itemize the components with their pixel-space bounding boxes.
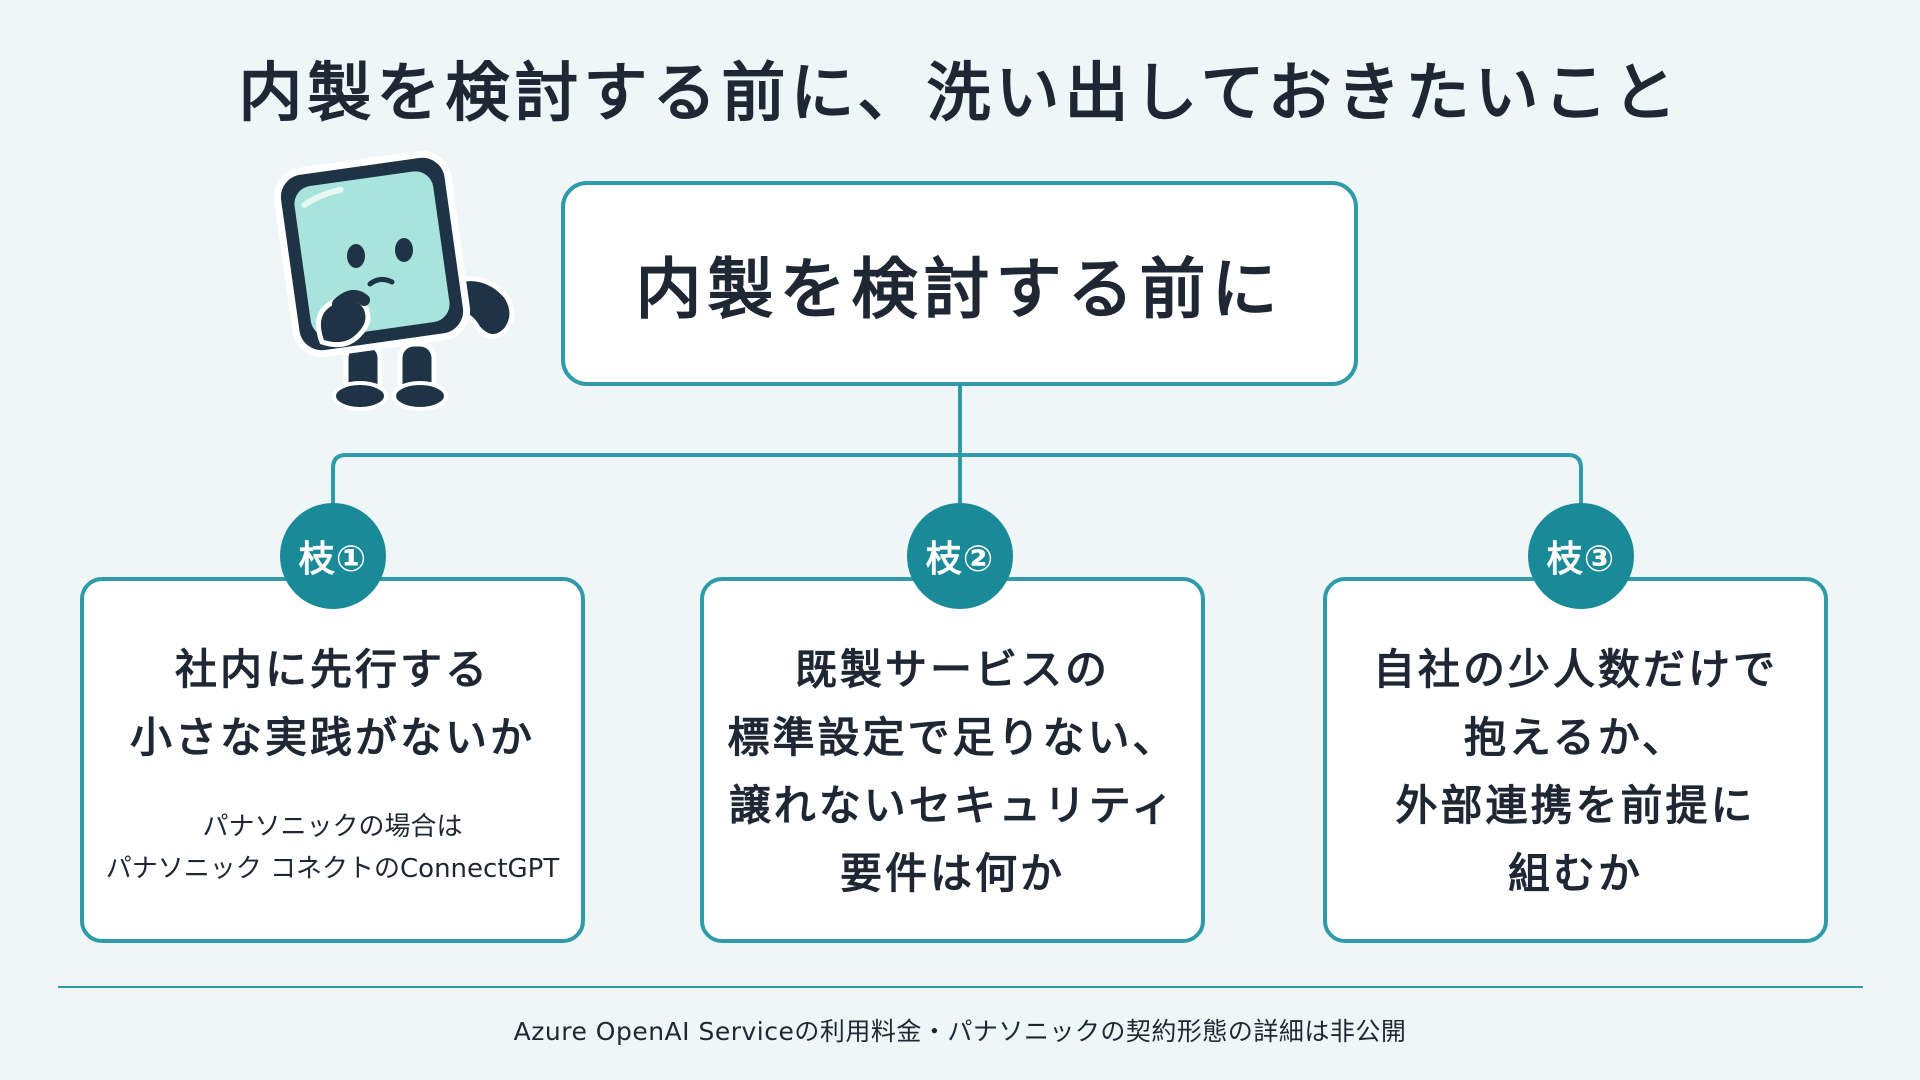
branch-badge-2: 枝② [907, 503, 1013, 609]
branch-3-line-4: 組むか [1507, 849, 1643, 898]
branch-1-line-2: 小さな実践がないか [129, 713, 535, 762]
branch-2-line-3: 譲れないセキュリティ [728, 781, 1177, 830]
branch-1-note: パナソニックの場合は パナソニック コネクトのConnectGPT [84, 806, 581, 890]
branch-1-line-1: 社内に先行する [174, 645, 490, 694]
branch-1-note-line-1: パナソニックの場合は [202, 812, 463, 842]
branch-badge-1: 枝① [280, 503, 386, 609]
thinking-cube-mascot-icon [273, 150, 515, 411]
connector-bar [331, 453, 1583, 508]
branch-3-line-3: 外部連携を前提に [1395, 781, 1756, 830]
branch-badge-3: 枝③ [1528, 503, 1634, 609]
branch-1-note-line-2: パナソニック コネクトのConnectGPT [105, 854, 560, 884]
branch-card-2: 既製サービスの 標準設定で足りない、 譲れないセキュリティ 要件は何か [700, 577, 1205, 943]
branch-3-line-2: 抱えるか、 [1464, 713, 1687, 762]
branch-card-2-body: 既製サービスの 標準設定で足りない、 譲れないセキュリティ 要件は何か [704, 636, 1201, 908]
page-title: 内製を検討する前に、洗い出しておきたいこと [238, 57, 1682, 131]
footer-note: Azure OpenAI Serviceの利用料金・パナソニックの契約形態の詳細… [513, 1017, 1407, 1046]
branch-2-line-2: 標準設定で足りない、 [727, 713, 1178, 762]
branch-2-line-1: 既製サービスの [794, 645, 1110, 694]
root-node: 内製を検討する前に [561, 181, 1358, 386]
root-node-label: 内製を検討する前に [635, 250, 1284, 328]
branch-3-line-1: 自社の少人数だけで [1372, 645, 1778, 694]
branch-card-3: 自社の少人数だけで 抱えるか、 外部連携を前提に 組むか [1323, 577, 1828, 943]
branch-card-1: 社内に先行する 小さな実践がないか パナソニックの場合は パナソニック コネクト… [80, 577, 585, 943]
branch-2-line-4: 要件は何か [839, 849, 1065, 898]
branch-card-1-body: 社内に先行する 小さな実践がないか パナソニックの場合は パナソニック コネクト… [84, 636, 581, 890]
branch-card-3-body: 自社の少人数だけで 抱えるか、 外部連携を前提に 組むか [1327, 636, 1824, 908]
footer-divider [58, 986, 1863, 988]
